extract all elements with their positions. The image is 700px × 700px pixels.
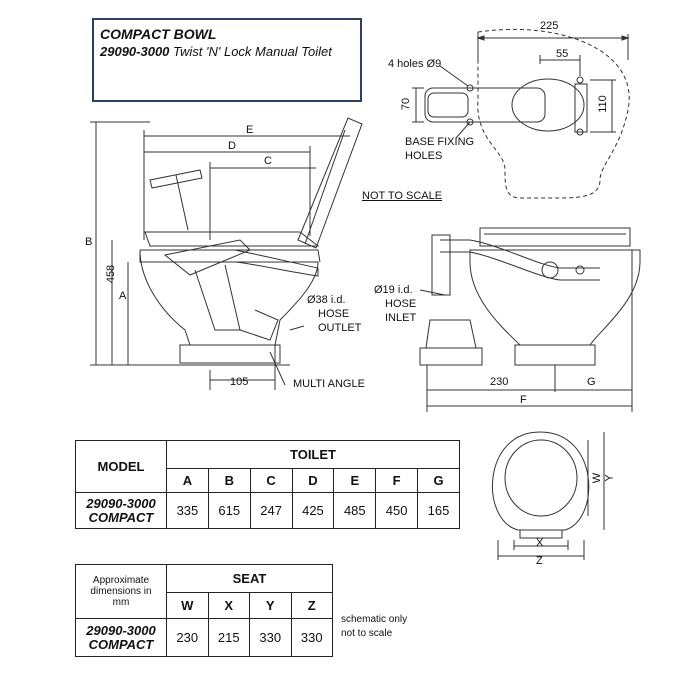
dim-Y: Y (603, 474, 616, 482)
toilet-val-c: 247 (249, 492, 293, 529)
toilet-col-d: D (291, 468, 335, 493)
toilet-model-line1: 29090-3000 (86, 495, 156, 511)
toilet-header: TOILET (166, 440, 460, 469)
seat-model-line2: COMPACT (88, 636, 154, 652)
dim-225: 225 (540, 20, 559, 32)
dim-G: G (587, 376, 596, 388)
seat-col-z: Z (290, 592, 333, 619)
dim-B: B (85, 236, 93, 248)
schematic-note-line1: schematic only (341, 614, 408, 625)
seat-col-w: W (166, 592, 209, 619)
dim-70: 70 (400, 97, 413, 111)
multi-angle-label: MULTI ANGLE (293, 378, 365, 390)
title-product-name: Twist 'N' Lock Manual Toilet (169, 44, 332, 59)
base-fixing-label-2: HOLES (405, 150, 443, 162)
toilet-col-e: E (333, 468, 377, 493)
seat-val-x: 215 (207, 618, 250, 657)
toilet-col-b: B (207, 468, 251, 493)
toilet-col-c: C (249, 468, 293, 493)
dim-Z: Z (536, 555, 543, 567)
seat-val-z: 330 (290, 618, 333, 657)
dim-X: X (536, 537, 544, 549)
dim-E: E (246, 124, 254, 136)
title-compact-bowl: COMPACT BOWL (100, 26, 217, 42)
approx-line3: mm (112, 597, 130, 608)
toilet-col-g: G (417, 468, 460, 493)
seat-model-line1: 29090-3000 (86, 622, 156, 638)
hose-inlet-label-1: Ø19 i.d. (374, 284, 413, 296)
dim-230: 230 (490, 376, 509, 388)
hose-inlet-label-3: INLET (385, 312, 417, 324)
dim-458: 458 (105, 264, 118, 284)
title-product: 29090-3000 Twist 'N' Lock Manual Toilet (100, 44, 332, 59)
toilet-val-b: 615 (207, 492, 251, 529)
title-box: COMPACT BOWL 29090-3000 Twist 'N' Lock M… (92, 18, 362, 102)
not-to-scale-label: NOT TO SCALE (362, 190, 443, 202)
toilet-val-d: 425 (291, 492, 335, 529)
toilet-val-f: 450 (375, 492, 419, 529)
seat-val-y: 330 (249, 618, 292, 657)
seat-col-x: X (207, 592, 250, 619)
front-view-drawing (419, 227, 641, 412)
hose-outlet-label-3: OUTLET (318, 322, 362, 334)
dim-D: D (228, 140, 236, 152)
toilet-val-g: 165 (417, 492, 460, 529)
seat-val-w: 230 (166, 618, 209, 657)
base-fixing-label-1: BASE FIXING (405, 136, 475, 148)
approx-line2: dimensions in (90, 586, 152, 597)
dim-F: F (520, 394, 527, 406)
toilet-col-a: A (166, 468, 209, 493)
toilet-model-line2: COMPACT (88, 509, 154, 525)
hose-outlet-label-2: HOSE (318, 308, 350, 320)
side-view-drawing (90, 117, 363, 390)
dim-110: 110 (596, 95, 609, 113)
toilet-val-e: 485 (333, 492, 377, 529)
model-header: MODEL (75, 440, 167, 493)
title-part-number: 29090-3000 (100, 44, 170, 59)
toilet-col-f: F (375, 468, 419, 493)
hose-outlet-label-1: Ø38 i.d. (307, 294, 346, 306)
hose-inlet-label-2: HOSE (385, 298, 417, 310)
seat-header: SEAT (166, 564, 333, 593)
approx-line1: Approximate (92, 575, 150, 586)
toilet-val-a: 335 (166, 492, 209, 529)
dim-A: A (119, 290, 127, 302)
schematic-note-line2: not to scale (341, 628, 393, 639)
seat-schematic-drawing (491, 431, 605, 560)
holes-label: 4 holes Ø9 (388, 58, 442, 70)
dim-55: 55 (556, 48, 569, 60)
dim-W: W (591, 472, 604, 484)
seat-col-y: Y (249, 592, 292, 619)
base-fixing-drawing (412, 28, 630, 199)
dim-105: 105 (230, 376, 249, 388)
dim-C: C (264, 155, 272, 167)
